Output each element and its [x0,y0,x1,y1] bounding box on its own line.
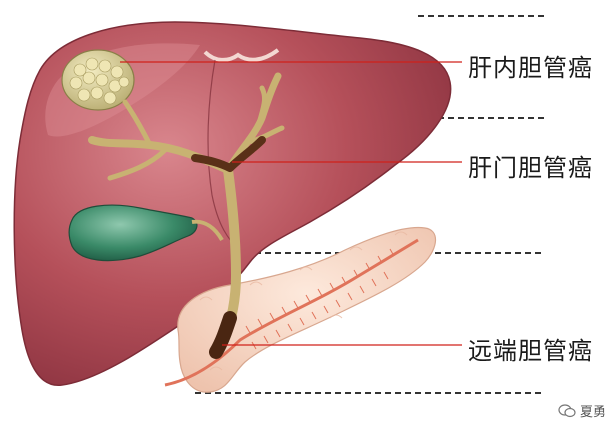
watermark-text: 夏勇 [579,405,606,420]
watermark: 夏勇 [558,401,606,420]
pancreatic-duct [164,238,419,387]
leader-lines [120,61,462,346]
gallbladder [68,204,224,262]
intrahepatic-tumor [61,49,135,111]
wechat-icon [558,403,576,418]
bile-duct-tree [88,72,285,359]
label-distal-cholangiocarcinoma: 远端胆管癌 [468,337,593,365]
liver-lobe-boundary [207,59,241,251]
falciform-ligament [203,48,280,62]
label-hilar-cholangiocarcinoma: 肝门胆管癌 [468,154,593,182]
pancreas-texture [199,231,408,371]
label-intrahepatic-cholangiocarcinoma: 肝内胆管癌 [468,54,593,82]
